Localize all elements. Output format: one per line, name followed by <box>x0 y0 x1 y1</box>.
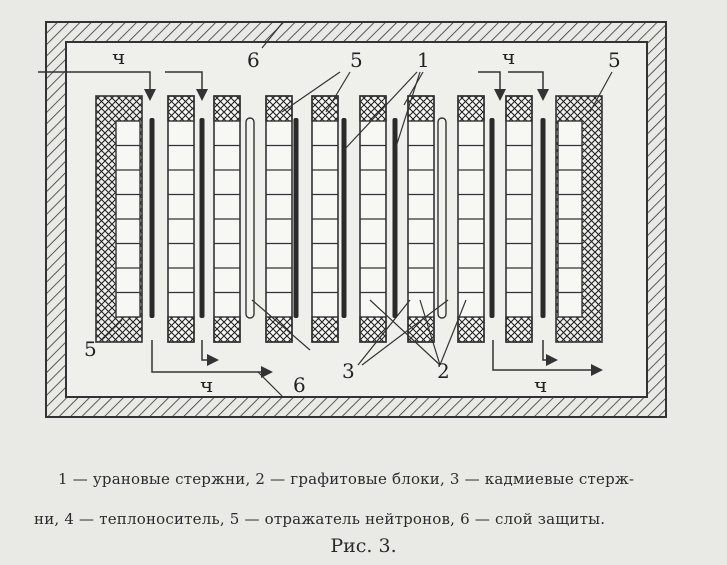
reflector-cap <box>359 316 387 343</box>
reflector-cap <box>265 316 293 343</box>
reflector-cap <box>407 95 435 122</box>
label-shield-bottom: 6 <box>293 373 306 397</box>
leader-lines <box>101 21 613 398</box>
reflector-cap <box>505 95 533 122</box>
reflector-cap <box>167 95 195 122</box>
label-coolant-in-left: ч <box>112 45 125 69</box>
uranium-rod <box>149 118 155 318</box>
uranium-rod <box>293 118 299 318</box>
label-graphite-blocks: 2 <box>437 359 450 383</box>
reflector-cap <box>213 95 241 122</box>
caption-line-1: 1 — урановые стержни, 2 — графитовые бло… <box>58 470 635 488</box>
label-cadmium-rods: 3 <box>342 359 355 383</box>
coolant-flow <box>38 71 603 378</box>
label-coolant-out-left: ч <box>200 373 213 397</box>
label-coolant-in-right: ч <box>502 45 515 69</box>
reflector-cap <box>311 316 339 343</box>
reflector-cap <box>167 316 195 343</box>
uranium-rod <box>341 118 347 318</box>
reflector-cap <box>457 316 485 343</box>
uranium-rod <box>199 118 205 318</box>
cadmium-rod <box>245 117 255 319</box>
figure-title: Рис. 3. <box>330 535 397 557</box>
caption-line-2: ни, 4 — теплоноситель, 5 — отражатель не… <box>34 510 606 528</box>
reflector-cap <box>359 95 387 122</box>
reactor-diagram: ч ч ч ч 6 6 5 5 5 1 3 2 <box>38 21 667 418</box>
reflector-cap <box>505 316 533 343</box>
label-uranium-rods: 1 <box>417 48 430 72</box>
reflector-cap <box>311 95 339 122</box>
uranium-rod <box>392 118 398 318</box>
uranium-rod <box>489 118 495 318</box>
reflector-cap <box>213 316 241 343</box>
label-coolant-out-right: ч <box>534 373 547 397</box>
reactor-core <box>95 95 603 343</box>
cadmium-rod <box>437 117 447 319</box>
uranium-rod <box>540 118 546 318</box>
reflector-cap <box>457 95 485 122</box>
label-reflector-bottom-left: 5 <box>84 337 97 361</box>
label-reflector-top-right: 5 <box>608 48 621 72</box>
label-shield-top: 6 <box>247 48 260 72</box>
label-reflector-top: 5 <box>350 48 363 72</box>
